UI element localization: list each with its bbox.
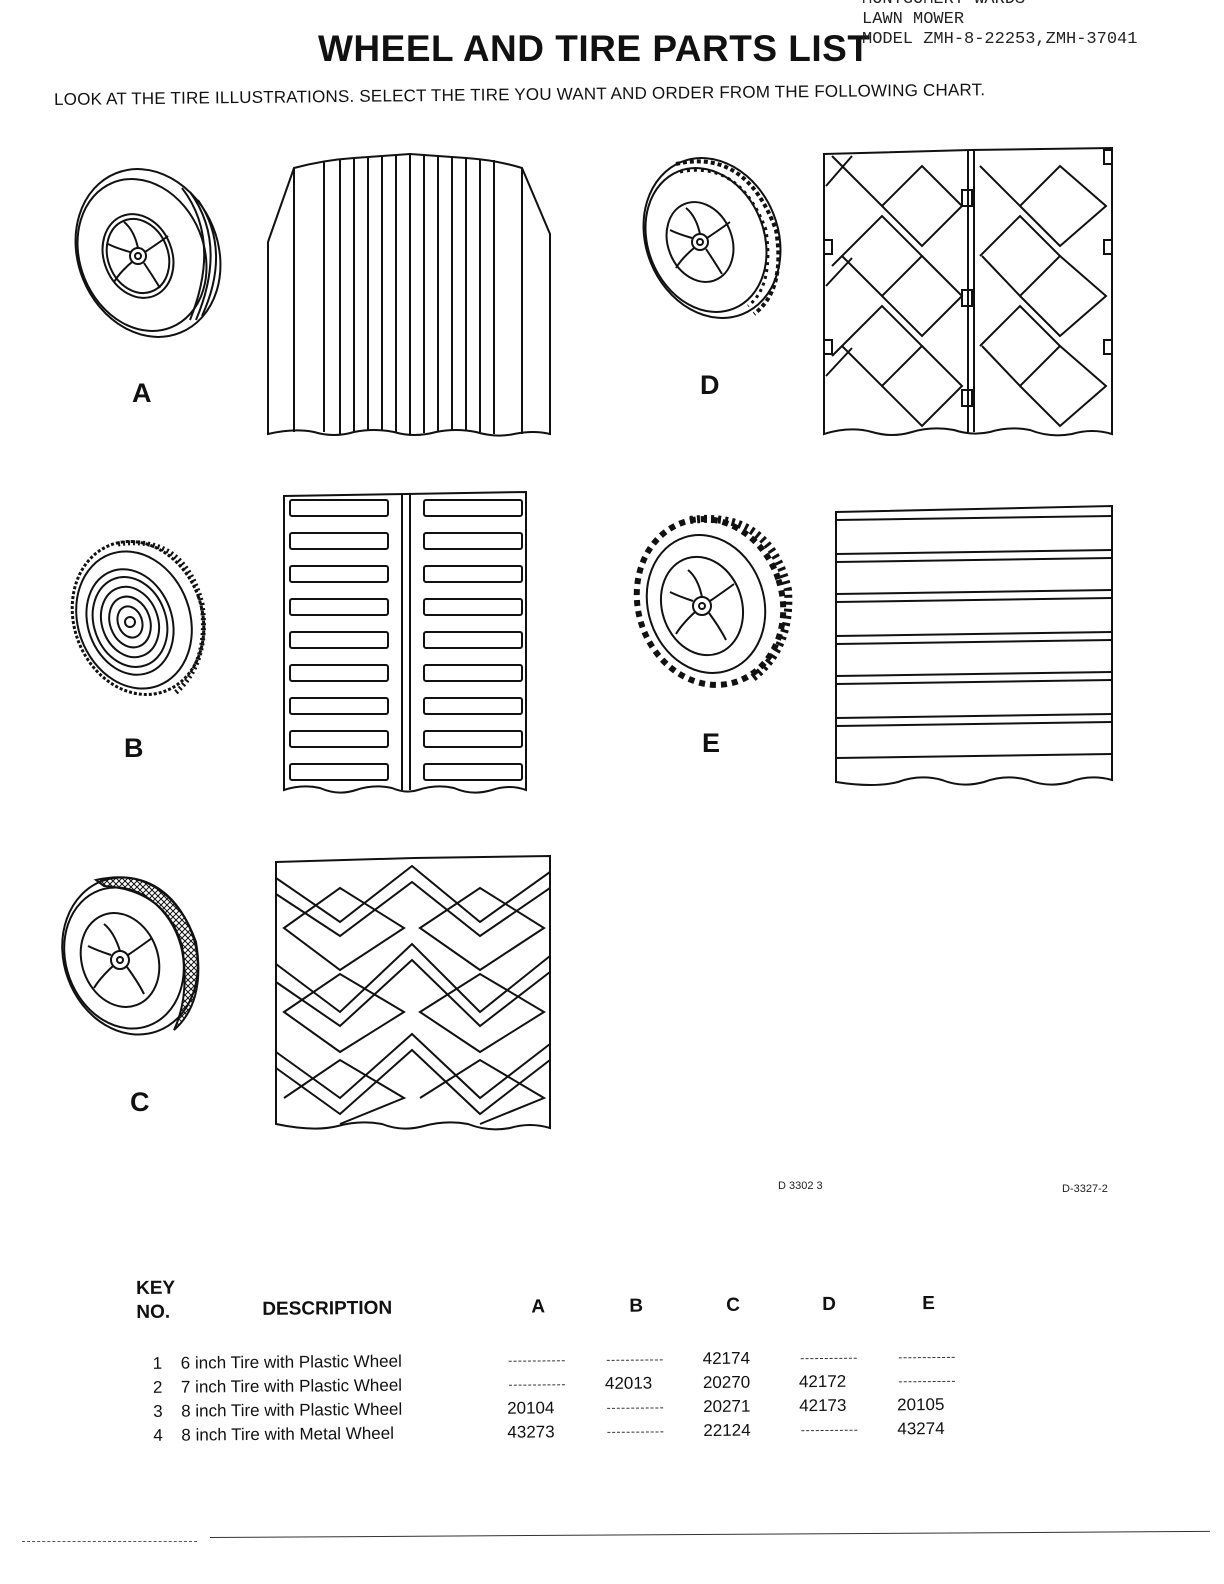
empty-cell-dash [607, 1407, 664, 1409]
table-row-description: 7 inch Tire with Plastic Wheel [180, 1375, 403, 1397]
tire-a-label: A [132, 378, 152, 408]
table-row-key: 4 [153, 1425, 163, 1445]
tire-b-tread-pattern [282, 490, 530, 796]
tire-e-wheel-icon [630, 510, 794, 686]
table-row-description: 8 inch Tire with Plastic Wheel [181, 1399, 403, 1421]
col-header-d: D [822, 1293, 837, 1316]
tire-c-tread-pattern [274, 852, 554, 1132]
col-header-e: E [922, 1293, 936, 1315]
col-header-no: NO. [136, 1301, 171, 1323]
col-header-b: B [629, 1295, 644, 1317]
tire-e-tread-pattern [834, 504, 1116, 788]
part-number-c: 22124 [703, 1420, 751, 1441]
model-brand: MONTGOMERY WARDS [862, 0, 1137, 10]
bottom-rule [210, 1530, 1210, 1538]
part-number-e: 20105 [897, 1394, 945, 1415]
part-number-c: 42174 [702, 1348, 751, 1369]
tire-b-label: B [124, 733, 144, 763]
table-row-description: 8 inch Tire with Metal Wheel [181, 1423, 395, 1445]
tire-a-wheel-icon [72, 160, 227, 340]
model-product: LAWN MOWER [862, 10, 965, 29]
table-row-description: 6 inch Tire with Plastic Wheel [180, 1351, 402, 1373]
col-header-a: A [531, 1296, 546, 1318]
drawing-code-1: D 3302 3 [778, 1180, 823, 1192]
model-info: MONTGOMERY WARDS LAWN MOWER MODEL ZMH-8-… [862, 0, 1137, 50]
tire-b-wheel-icon [64, 534, 210, 700]
empty-cell-dash [898, 1356, 955, 1359]
table-body: 1 6 inch Tire with Plastic Wheel 42174 2 7 i… [136, 1271, 986, 1445]
col-header-description: DESCRIPTION [262, 1297, 393, 1320]
drawing-code-2: D-3327-2 [1062, 1183, 1108, 1195]
table-row-key: 3 [153, 1401, 163, 1421]
empty-cell-dash [607, 1431, 664, 1433]
tire-e-label: E [702, 728, 721, 758]
bottom-rule-left [22, 1541, 197, 1542]
empty-cell-dash [508, 1360, 565, 1362]
col-header-c: C [726, 1294, 741, 1316]
part-number-c: 20271 [703, 1396, 751, 1417]
empty-cell-dash [508, 1384, 565, 1386]
table-row-key: 1 [152, 1353, 163, 1373]
page-title: WHEEL AND TIRE PARTS LIST [318, 28, 871, 69]
part-number-e: 43274 [897, 1418, 945, 1439]
tire-d-label: D [700, 370, 720, 400]
part-number-d: 42172 [798, 1371, 847, 1392]
model-number: MODEL ZMH-8-22253,ZMH-37041 [862, 30, 1138, 49]
empty-cell-dash [898, 1380, 955, 1383]
col-header-key: KEY [136, 1277, 176, 1299]
part-number-c: 20270 [702, 1372, 751, 1393]
parts-table: KEY NO. DESCRIPTION A B C D E 1 6 inch Ti… [136, 1271, 988, 1458]
empty-cell-dash [606, 1359, 663, 1361]
tire-c-label: C [130, 1087, 150, 1117]
part-number-a: 43273 [507, 1422, 555, 1442]
table-row-key: 2 [152, 1377, 163, 1397]
part-number-b: 42013 [604, 1373, 653, 1393]
empty-cell-dash [800, 1357, 857, 1360]
empty-cell-dash [801, 1429, 858, 1432]
tire-d-tread-pattern [822, 146, 1116, 438]
part-number-d: 42173 [799, 1395, 847, 1416]
part-number-a: 20104 [507, 1398, 555, 1418]
tire-d-wheel-icon [636, 150, 786, 322]
tire-a-tread-pattern [264, 152, 556, 438]
tire-c-wheel-icon [56, 866, 206, 1038]
instructions: LOOK AT THE TIRE ILLUSTRATIONS. SELECT T… [54, 80, 986, 109]
